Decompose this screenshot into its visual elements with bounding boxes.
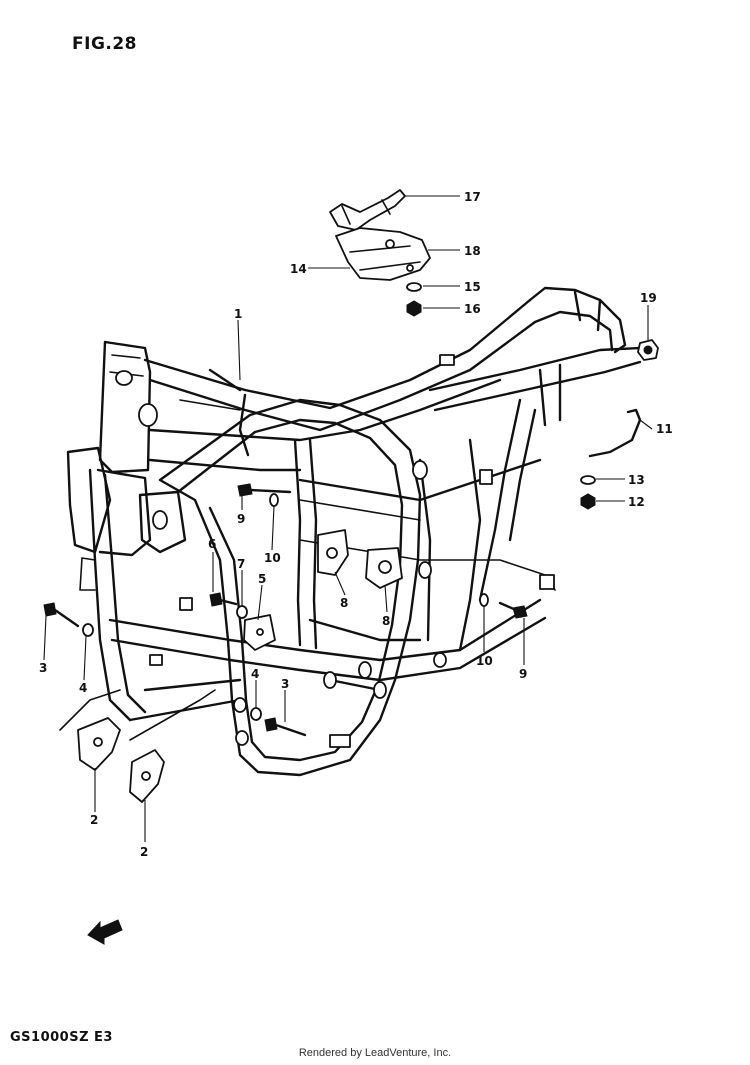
callout-11: 11 xyxy=(656,422,673,436)
bolt-part-9-right xyxy=(498,601,528,619)
callout-2-lower: 2 xyxy=(140,845,148,859)
callout-labels: 1 2 2 3 3 4 4 5 6 7 8 8 9 9 10 10 11 12 … xyxy=(39,190,673,859)
callout-13: 13 xyxy=(628,473,645,487)
collar-part-4-center xyxy=(250,707,262,721)
callout-10-left: 10 xyxy=(264,551,281,565)
bracket-part-2-lower xyxy=(129,749,165,803)
bracket-part-2-upper xyxy=(77,717,121,771)
grommet-part-19 xyxy=(637,339,659,361)
callout-4-center: 4 xyxy=(251,667,259,681)
callout-4-left: 4 xyxy=(79,681,87,695)
callout-17: 17 xyxy=(464,190,481,204)
model-code: GS1000SZ E3 xyxy=(10,1030,113,1045)
front-arrow-icon xyxy=(87,919,123,945)
callout-9-left: 9 xyxy=(237,512,245,526)
hook-part-11 xyxy=(588,408,642,458)
bolt-part-3-center xyxy=(264,717,307,737)
callout-3-center: 3 xyxy=(281,677,289,691)
callout-10-right: 10 xyxy=(476,654,493,668)
callout-3-left: 3 xyxy=(39,661,47,675)
cover-part-18 xyxy=(335,227,431,281)
nut-part-16 xyxy=(406,300,422,317)
bolt-part-3-left xyxy=(43,602,80,628)
callout-16: 16 xyxy=(464,302,481,316)
bolt-part-6 xyxy=(209,592,238,607)
washer-part-10-right xyxy=(479,593,489,607)
callout-6: 6 xyxy=(208,537,216,551)
collar-part-4-left xyxy=(82,623,94,637)
figure-title: FIG.28 xyxy=(72,34,138,54)
callout-8-left: 8 xyxy=(340,596,348,610)
bolt-part-9-left xyxy=(237,483,292,497)
plate-part-5 xyxy=(243,614,276,651)
callout-5: 5 xyxy=(258,572,266,586)
callout-12: 12 xyxy=(628,495,645,509)
washer-part-15 xyxy=(406,282,422,292)
callout-1: 1 xyxy=(234,307,242,321)
collar-part-7 xyxy=(236,605,248,619)
render-credit: Rendered by LeadVenture, Inc. xyxy=(298,1047,452,1059)
callout-15: 15 xyxy=(464,280,481,294)
washer-part-13 xyxy=(580,475,596,485)
nut-part-12 xyxy=(580,493,596,510)
callout-9-right: 9 xyxy=(519,667,527,681)
washer-part-10-left xyxy=(269,493,279,507)
main-frame xyxy=(59,286,642,777)
callout-18: 18 xyxy=(464,244,481,258)
callout-8-right: 8 xyxy=(382,614,390,628)
callout-19: 19 xyxy=(640,291,657,305)
callout-14: 14 xyxy=(290,262,307,276)
callout-2-upper: 2 xyxy=(90,813,98,827)
strap-part-17 xyxy=(329,189,406,231)
callout-7: 7 xyxy=(237,557,245,571)
leader-lines xyxy=(43,195,653,842)
